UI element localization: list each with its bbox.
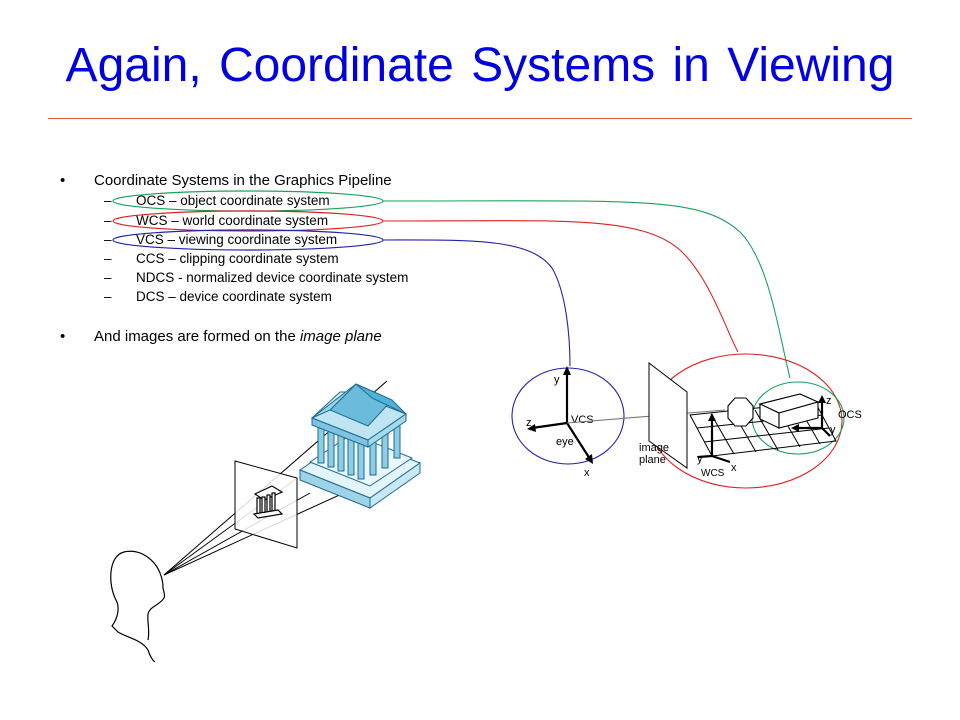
subitem-marker: –: [104, 251, 112, 266]
image-plane: [648, 361, 688, 469]
subitem-marker: –: [104, 270, 112, 285]
eye-label: eye: [556, 436, 574, 448]
ocs-z-arrowhead: [818, 395, 826, 403]
wcs-y-label: y: [697, 453, 703, 465]
vcs-connector: [382, 239, 571, 367]
vcs-y-label: y: [554, 374, 560, 386]
vcs-x-label: x: [584, 467, 590, 479]
subitem-text: VCS – viewing coordinate system: [136, 232, 338, 247]
wcs-highlight-ring: [112, 210, 384, 232]
bullet-text: And images are formed on the image plane: [94, 328, 382, 346]
temple-object: [298, 383, 422, 509]
subitem-marker: –: [104, 193, 112, 208]
wcs-connector: [382, 220, 739, 353]
viewer-face: [147, 584, 166, 641]
subitem-text: OCS – object coordinate system: [136, 193, 330, 208]
wcs-axes: [697, 418, 731, 464]
title-divider: [48, 118, 912, 119]
bullet-marker: •: [60, 328, 66, 345]
vcs-z-arrowhead: [527, 424, 536, 432]
ocs-highlight-ring: [112, 190, 384, 212]
ocs-z-label: z: [826, 395, 832, 407]
bullet-text: Coordinate Systems in the Graphics Pipel…: [94, 172, 392, 189]
bullet-text-emphasis: image plane: [299, 328, 382, 345]
ocs-axes: [796, 400, 831, 437]
sphere-object: [727, 397, 754, 427]
sight-line: [566, 409, 726, 424]
ocs-y-label: y: [830, 424, 836, 436]
subitem-text: DCS – device coordinate system: [136, 289, 332, 304]
wcs-label: WCS: [701, 468, 725, 479]
vcs-y-arrowhead: [563, 366, 571, 375]
projection-plane: [234, 460, 298, 549]
ocs-connector: [382, 200, 791, 379]
box-object: [758, 393, 820, 429]
vcs-label: VCS: [571, 414, 594, 426]
image-plane-label-line2: plane: [639, 454, 666, 466]
image-plane-label-line1: image: [639, 442, 669, 454]
subitem-marker: –: [104, 232, 112, 247]
bullet-marker: •: [60, 172, 66, 189]
vcs-z-label: z: [526, 417, 532, 429]
vcs-axes: [531, 372, 591, 460]
subitem-text: NDCS - normalized device coordinate syst…: [136, 270, 409, 285]
wcs-up-arrowhead: [708, 413, 716, 421]
wcs-x-label: x: [731, 462, 737, 474]
bullet-text-plain: And images are formed on the: [94, 328, 300, 345]
vcs-highlight-ring: [112, 229, 384, 251]
projected-temple: [252, 485, 284, 519]
subitem-text: WCS – world coordinate system: [136, 213, 329, 228]
slide-title: Again, Coordinate Systems in Viewing: [65, 39, 895, 92]
subitem-marker: –: [104, 289, 112, 304]
ocs-x-arrowhead: [791, 424, 799, 432]
ocs-label: OCS: [838, 409, 862, 421]
vcs-ring: [511, 367, 625, 465]
viewer-head: [110, 550, 164, 663]
subitem-marker: –: [104, 213, 112, 228]
subitem-text: CCS – clipping coordinate system: [136, 251, 339, 266]
vcs-x-arrowhead: [585, 454, 593, 464]
